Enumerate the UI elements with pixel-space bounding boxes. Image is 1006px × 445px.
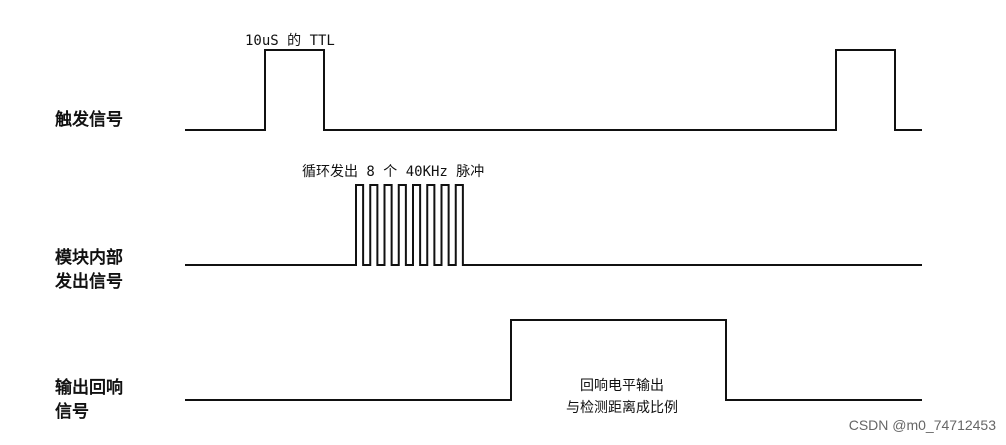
internal-signal-label-line-1: 模块内部 (55, 248, 123, 268)
internal-signal-label: 模块内部 发出信号 (55, 246, 123, 294)
trigger-signal-label-line-1: 触发信号 (55, 110, 123, 130)
echo-annotation-line-2: 与检测距离成比例 (566, 400, 678, 416)
internal-signal-label-line-2: 发出信号 (55, 272, 123, 292)
burst-annotation: 循环发出 8 个 40KHz 脉冲 (302, 164, 485, 180)
watermark: CSDN @m0_74712453 (848, 417, 996, 433)
trigger-annotation: 10uS 的 TTL (245, 33, 335, 49)
echo-annotation: 回响电平输出 与检测距离成比例 (522, 375, 722, 419)
trigger-waveform (185, 49, 922, 131)
echo-signal-label: 输出回响 信号 (55, 376, 123, 424)
echo-waveform (185, 319, 922, 401)
echo-annotation-line-1: 回响电平输出 (580, 378, 664, 394)
trigger-signal-label: 触发信号 (55, 108, 123, 132)
echo-signal-label-line-1: 输出回响 (55, 378, 123, 398)
internal-burst-waveform (185, 184, 922, 266)
echo-signal-label-line-2: 信号 (55, 402, 89, 422)
